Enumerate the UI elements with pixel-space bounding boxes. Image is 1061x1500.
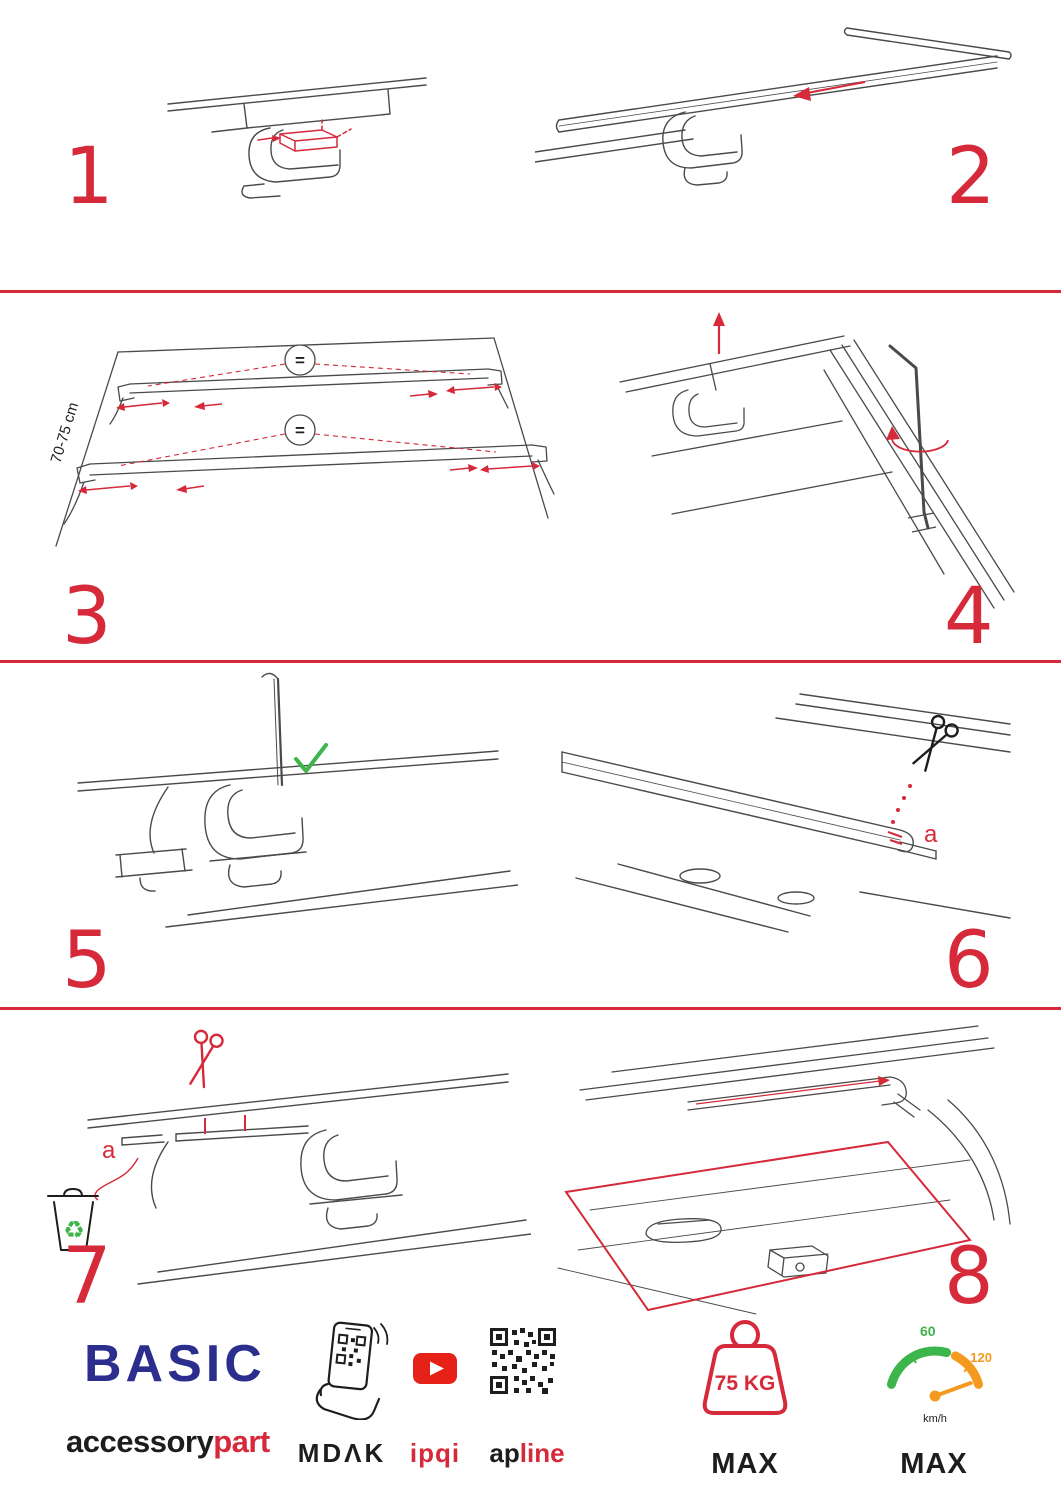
step-7-illustration: a ♻ [47,1029,531,1285]
crossbar-drawing [561,693,1011,933]
scissors-icon-red [189,1029,224,1089]
section-divider-1 [0,290,1061,293]
equals-badge-top: = [295,351,305,370]
phone-qr-screen [335,1333,367,1367]
step-5-illustration [77,672,518,928]
youtube-icon [413,1353,457,1384]
step-8-illustration [557,1025,1011,1315]
trim-strip-drawing [87,1073,531,1285]
rotate-arrow [886,426,949,453]
checkmark-icon [294,743,328,773]
insert-arrowhead [272,135,281,142]
qr-code [490,1328,556,1394]
frame-drawing [619,335,1015,609]
step-4-illustration [619,312,1015,609]
speed-unit-label: km/h [923,1413,947,1425]
wordmark-accessorypart: accessorypart [66,1424,270,1460]
wordmark-red: part [213,1424,270,1459]
step-2-illustration [535,27,1012,186]
apline-black: ap [489,1438,520,1468]
scissors-icon [912,714,959,772]
rubber-pad-highlight [257,119,352,152]
phone-scan-icon [315,1321,389,1420]
apline-red: line [519,1438,565,1468]
wordmark-black: accessory [66,1424,214,1459]
weight-icon: 75 KG [702,1320,788,1415]
step-6-illustration: a [561,693,1011,933]
speed-60-label: 60 [920,1323,936,1339]
trash-bin-icon [47,1188,99,1251]
speedometer-needle [933,1381,973,1398]
partner-apline: apline [484,1438,570,1469]
weight-max-label: MAX [711,1448,779,1480]
step-6-number: 6 [944,916,994,1006]
step-3-number: 3 [62,572,112,662]
discard-line [94,1157,139,1201]
clamp-rod-drawing [77,672,518,928]
bar-and-strip-drawing [535,27,1012,186]
equal-spacing-annotation: = = [78,344,540,494]
step-7-number: 7 [62,1232,112,1322]
clamp-drawing [167,77,427,199]
section-divider-3 [0,1007,1061,1010]
recycle-icon: ♻ [63,1217,85,1244]
step-1-number: 1 [64,132,114,222]
focus-outline [564,1140,972,1312]
label-a: a [924,821,938,848]
partner-mdak: MDΛK [297,1438,387,1468]
brand-logo-basic: BASIC [84,1335,266,1393]
partner-ipqi: ipqi [409,1438,461,1468]
equals-badge-bottom: = [295,421,305,440]
label-a: a [102,1137,116,1164]
section-divider-2 [0,660,1061,663]
cut-end-highlight [887,831,903,845]
cut-dots [891,784,912,824]
weight-value: 75 KG [715,1372,776,1395]
step-4-number: 4 [944,572,994,662]
step-3-illustration: = = [48,337,555,547]
step-1-illustration [167,77,427,199]
dimension-label: 70-75 cm [48,400,83,465]
roof-overview-drawing [557,1025,1011,1315]
step-2-number: 2 [946,132,996,222]
cut-marks [204,1115,246,1134]
speed-max-label: MAX [900,1448,968,1480]
bar-guide-line [695,1076,890,1105]
speedometer-icon: 60 120 km/h [887,1323,992,1425]
speed-120-label: 120 [970,1350,992,1365]
slide-direction-arrow [793,81,866,101]
up-arrow [713,312,725,354]
step-8-number: 8 [944,1232,994,1322]
step-5-number: 5 [62,916,112,1006]
